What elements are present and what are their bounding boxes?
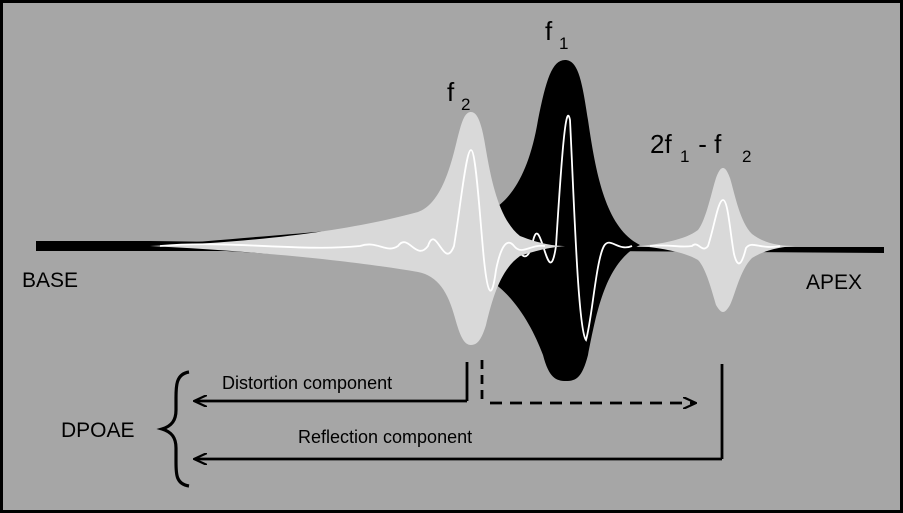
f2-wave	[159, 149, 546, 292]
dp-wave	[649, 199, 781, 265]
dpoae-label: DPOAE	[61, 419, 135, 442]
f2-envelope	[150, 112, 565, 345]
dpoae-brace	[156, 370, 190, 488]
f1-envelope	[150, 60, 640, 381]
reflection-label: Reflection component	[298, 427, 472, 447]
dp-label-sub-b: 2	[742, 147, 751, 166]
dp-label-part-a: 2f	[650, 129, 672, 159]
distortion-label: Distortion component	[222, 373, 392, 393]
dp-label-part-b: - f	[691, 129, 722, 159]
f2-subscript: 2	[461, 95, 470, 114]
dp-envelope	[640, 168, 795, 312]
f1-label: f	[545, 16, 553, 46]
apex-label: APEX	[806, 271, 862, 294]
f1-subscript: 1	[559, 34, 568, 53]
f2-label: f	[447, 77, 455, 107]
dp-label-sub-a: 1	[680, 147, 689, 166]
base-label: BASE	[22, 269, 78, 292]
